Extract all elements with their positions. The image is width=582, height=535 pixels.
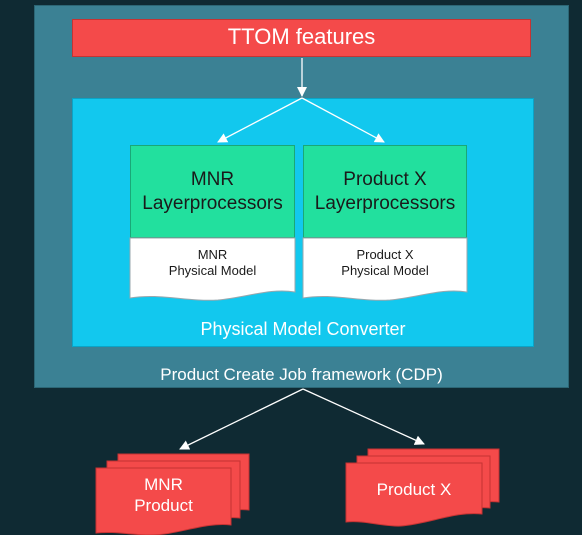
converter-label: Physical Model Converter	[200, 319, 406, 339]
framework-to-productx-product-arrow	[302, 388, 425, 445]
mnr-physical-model-line1: MNR	[197, 247, 228, 262]
converter-to-mnr-arrow	[217, 97, 303, 143]
converter-to-productx-arrow	[301, 97, 385, 143]
framework-label: Product Create Job framework (CDP)	[160, 365, 443, 384]
productx-product-label: Product X	[346, 472, 482, 506]
mnr-product-label: MNR Product	[96, 470, 231, 520]
mnr-product-line2: Product	[134, 496, 193, 515]
productx-layerprocessor-label: Product X Layerprocessors	[303, 145, 467, 238]
mnr-layerprocessor-line2: Layerprocessors	[142, 192, 283, 214]
framework-to-mnr-product-arrow	[179, 388, 304, 450]
mnr-product-stack	[95, 453, 250, 535]
mnr-product-line1: MNR	[144, 475, 183, 494]
mnr-layerprocessor-line1: MNR	[190, 168, 235, 190]
productx-product-stack	[345, 448, 500, 527]
productx-product-line1: Product X	[376, 479, 452, 499]
productx-physical-model-label: Product X Physical Model	[303, 238, 467, 288]
mnr-physical-model-line2: Physical Model	[168, 263, 257, 278]
mnr-physical-model-document	[129, 237, 296, 301]
productx-physical-model-line2: Physical Model	[341, 263, 429, 278]
productx-layerprocessor-line1: Product X	[343, 168, 427, 190]
features-box	[72, 19, 531, 57]
productx-physical-model-line1: Product X	[356, 247, 414, 262]
productx-physical-model-document	[302, 237, 468, 301]
productx-layerprocessor-line2: Layerprocessors	[314, 192, 456, 214]
mnr-physical-model-label: MNR Physical Model	[130, 238, 295, 288]
productx-layerprocessor-box	[303, 145, 467, 238]
mnr-layerprocessor-box	[130, 145, 295, 238]
features-label: TTOM features	[227, 24, 376, 49]
mnr-layerprocessor-label: MNR Layerprocessors	[130, 145, 295, 238]
